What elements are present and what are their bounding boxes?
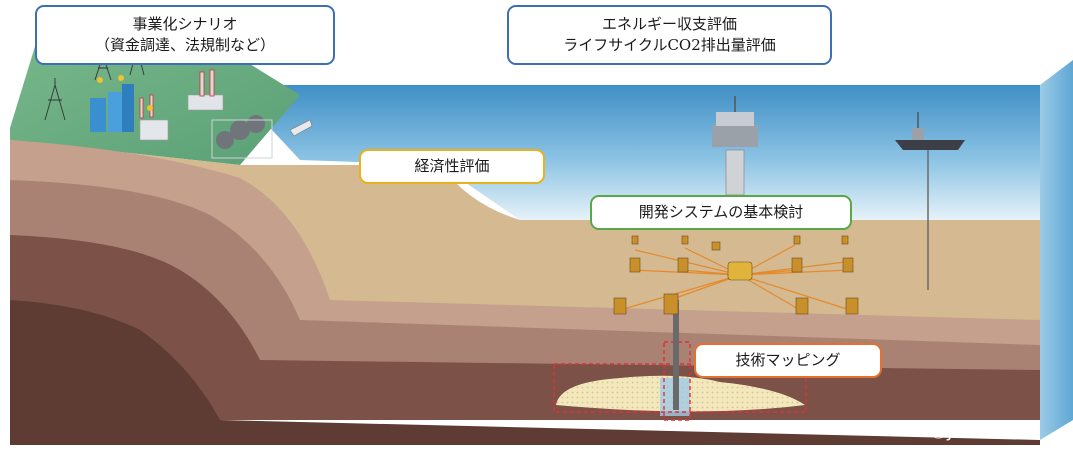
- energy-balance-callout: エネルギー収支評価 ライフサイクルCO2排出量評価: [507, 5, 832, 65]
- cube-side-face: [1040, 60, 1073, 440]
- business-scenario-callout: 事業化シナリオ （資金調達、法規制など）: [35, 5, 335, 65]
- economic-evaluation-callout: 経済性評価: [359, 149, 545, 184]
- sea-water: [230, 85, 1040, 220]
- well-pipe: [673, 300, 679, 410]
- energy-balance-line2: ライフサイクルCO2排出量評価: [563, 36, 776, 54]
- development-system-label: 開発システムの基本検討: [638, 203, 804, 221]
- offshore-platform: [712, 96, 758, 196]
- onshore-facilities: [44, 46, 313, 159]
- mapping-marker-wide: [553, 363, 807, 413]
- development-system-callout: 開発システムの基本検討: [590, 195, 852, 230]
- drill-ship: [895, 112, 965, 290]
- sediment-layer-dark: [10, 300, 1040, 445]
- energy-balance-line1: エネルギー収支評価: [601, 15, 737, 33]
- economic-evaluation-label: 経済性評価: [414, 157, 490, 175]
- business-scenario-line1: 事業化シナリオ: [132, 15, 238, 33]
- technology-mapping-callout: 技術マッピング: [694, 343, 882, 378]
- business-scenario-line2: （資金調達、法規制など）: [94, 36, 275, 54]
- wellhead-units: [613, 235, 859, 315]
- mapping-marker-well: [663, 341, 691, 421]
- copyright-label: ⒸJMH: [930, 422, 982, 442]
- technology-mapping-label: 技術マッピング: [735, 351, 841, 369]
- sediment-layer-mid: [10, 180, 1040, 390]
